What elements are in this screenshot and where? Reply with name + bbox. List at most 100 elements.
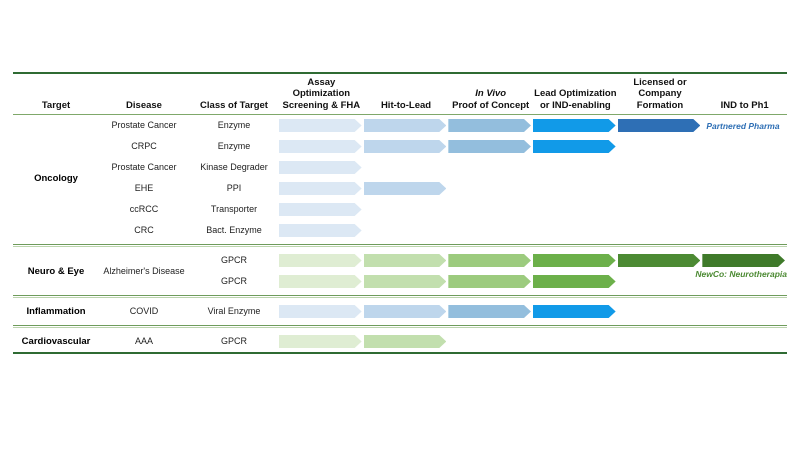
chevron-stage-2[interactable] — [364, 275, 447, 288]
cell-class-of-target: GPCR — [220, 255, 247, 265]
column-header-licensed-line2: Company Formation — [636, 88, 684, 111]
section-divider — [13, 292, 787, 301]
cell-disease: EHE — [134, 183, 154, 193]
progress-track — [279, 301, 787, 322]
chevron-stage-4[interactable] — [533, 119, 616, 132]
table-row[interactable]: ccRCC Transporter — [99, 199, 787, 220]
chevron-stage-1[interactable] — [279, 335, 362, 348]
column-header-ind-to-ph1: IND to Ph1 — [702, 100, 787, 115]
progress-track: Partnered Pharma — [279, 115, 787, 136]
bottom-border-rule — [13, 352, 787, 354]
chevron-stage-2[interactable] — [364, 305, 447, 318]
chevron-stage-2[interactable] — [364, 182, 447, 195]
chevron-series — [279, 275, 787, 288]
column-header-target: Target — [41, 99, 71, 111]
chevron-stage-4[interactable] — [533, 254, 616, 267]
cell-disease: CRPC — [131, 141, 157, 151]
column-header-hit-to-lead: Hit-to-Lead — [364, 100, 449, 115]
table-row[interactable]: CRPC Enzyme — [99, 136, 787, 157]
chevron-stage-1[interactable] — [279, 182, 362, 195]
chevron-stage-6[interactable] — [702, 254, 785, 267]
cell-disease: CRC — [134, 225, 154, 235]
chevron-stage-2[interactable] — [364, 335, 447, 348]
table-row[interactable]: GPCR — [189, 271, 787, 292]
column-header-in-vivo-line1: In Vivo — [475, 88, 507, 99]
column-header-assay-line2: Screening & FHA — [282, 99, 361, 111]
chevron-stage-3[interactable] — [448, 275, 531, 288]
section-label: Inflammation — [26, 306, 86, 317]
chevron-stage-2[interactable] — [364, 119, 447, 132]
chevron-stage-3[interactable] — [448, 140, 531, 153]
table-row[interactable]: GPCR NewCo: Neurotherapia — [189, 250, 787, 279]
chevron-stage-1[interactable] — [279, 140, 362, 153]
chevron-stage-4[interactable] — [533, 305, 616, 318]
chevron-stage-5[interactable] — [618, 119, 701, 132]
chevron-stage-4[interactable] — [533, 140, 616, 153]
pipeline-chart: Target Disease Class of Target Assay Opt… — [13, 72, 787, 354]
column-header-in-vivo-line2: Proof of Concept — [452, 99, 530, 111]
progress-track — [279, 331, 787, 352]
section-label: Neuro & Eye — [27, 265, 85, 277]
cell-class-of-target: Bact. Enzyme — [206, 225, 262, 235]
chevron-stage-2[interactable] — [364, 254, 447, 267]
disease-span-label: Alzheimer's Disease — [103, 266, 185, 276]
progress-track — [279, 220, 787, 241]
chevron-stage-3[interactable] — [448, 305, 531, 318]
progress-track: NewCo: Neurotherapia — [279, 250, 787, 279]
table-row[interactable]: Prostate Cancer Enzyme Partnered Pharma — [99, 115, 787, 136]
cell-class-of-target: Kinase Degrader — [200, 162, 268, 172]
chevron-stage-1[interactable] — [279, 224, 362, 237]
header-underline-rule — [13, 114, 787, 115]
progress-track — [279, 199, 787, 220]
progress-track — [279, 271, 787, 292]
chevron-stage-1[interactable] — [279, 119, 362, 132]
partner-label: Partnered Pharma — [706, 120, 780, 131]
column-header-class: Class of Target — [200, 99, 268, 111]
progress-track — [279, 136, 787, 157]
cell-disease: Prostate Cancer — [111, 162, 177, 172]
cell-disease: COVID — [129, 306, 159, 316]
table-row[interactable]: CRC Bact. Enzyme — [99, 220, 787, 241]
table-row[interactable]: Prostate Cancer Kinase Degrader — [99, 157, 787, 178]
chevron-stage-1[interactable] — [279, 275, 362, 288]
chevron-series — [279, 203, 787, 216]
cell-disease: Prostate Cancer — [111, 120, 177, 130]
chevron-stage-3[interactable] — [448, 254, 531, 267]
cell-disease: ccRCC — [129, 204, 159, 214]
chevron-stage-5[interactable] — [618, 254, 701, 267]
chevron-stage-1[interactable] — [279, 203, 362, 216]
column-header-in-vivo: In Vivo Proof of Concept — [448, 88, 533, 114]
chevron-series — [279, 161, 787, 174]
chevron-stage-1[interactable] — [279, 305, 362, 318]
section-label: Oncology — [34, 172, 78, 184]
chevron-stage-3[interactable] — [448, 119, 531, 132]
chevron-series: NewCo: Neurotherapia — [279, 254, 787, 279]
top-border-rule — [13, 72, 787, 74]
chevron-stage-1[interactable] — [279, 254, 362, 267]
progress-track — [279, 157, 787, 178]
column-header-assay-optimization: Assay Optimization Screening & FHA — [279, 77, 364, 115]
chevron-stage-4[interactable] — [533, 275, 616, 288]
cell-class-of-target: GPCR — [220, 276, 247, 286]
chevron-stage-1[interactable] — [279, 161, 362, 174]
column-header-hit-to-lead-line1: Hit-to-Lead — [380, 99, 432, 111]
cell-disease: AAA — [134, 336, 153, 346]
partner-label: NewCo: Neurotherapia — [695, 268, 787, 279]
section-divider — [13, 322, 787, 331]
cell-class-of-target: Transporter — [210, 204, 258, 214]
chevron-stage-2[interactable] — [364, 140, 447, 153]
column-header-licensed-line1: Licensed or — [633, 76, 687, 88]
cell-class-of-target: Enzyme — [217, 141, 251, 151]
progress-track — [279, 178, 787, 199]
cell-class-of-target: Enzyme — [217, 120, 251, 130]
